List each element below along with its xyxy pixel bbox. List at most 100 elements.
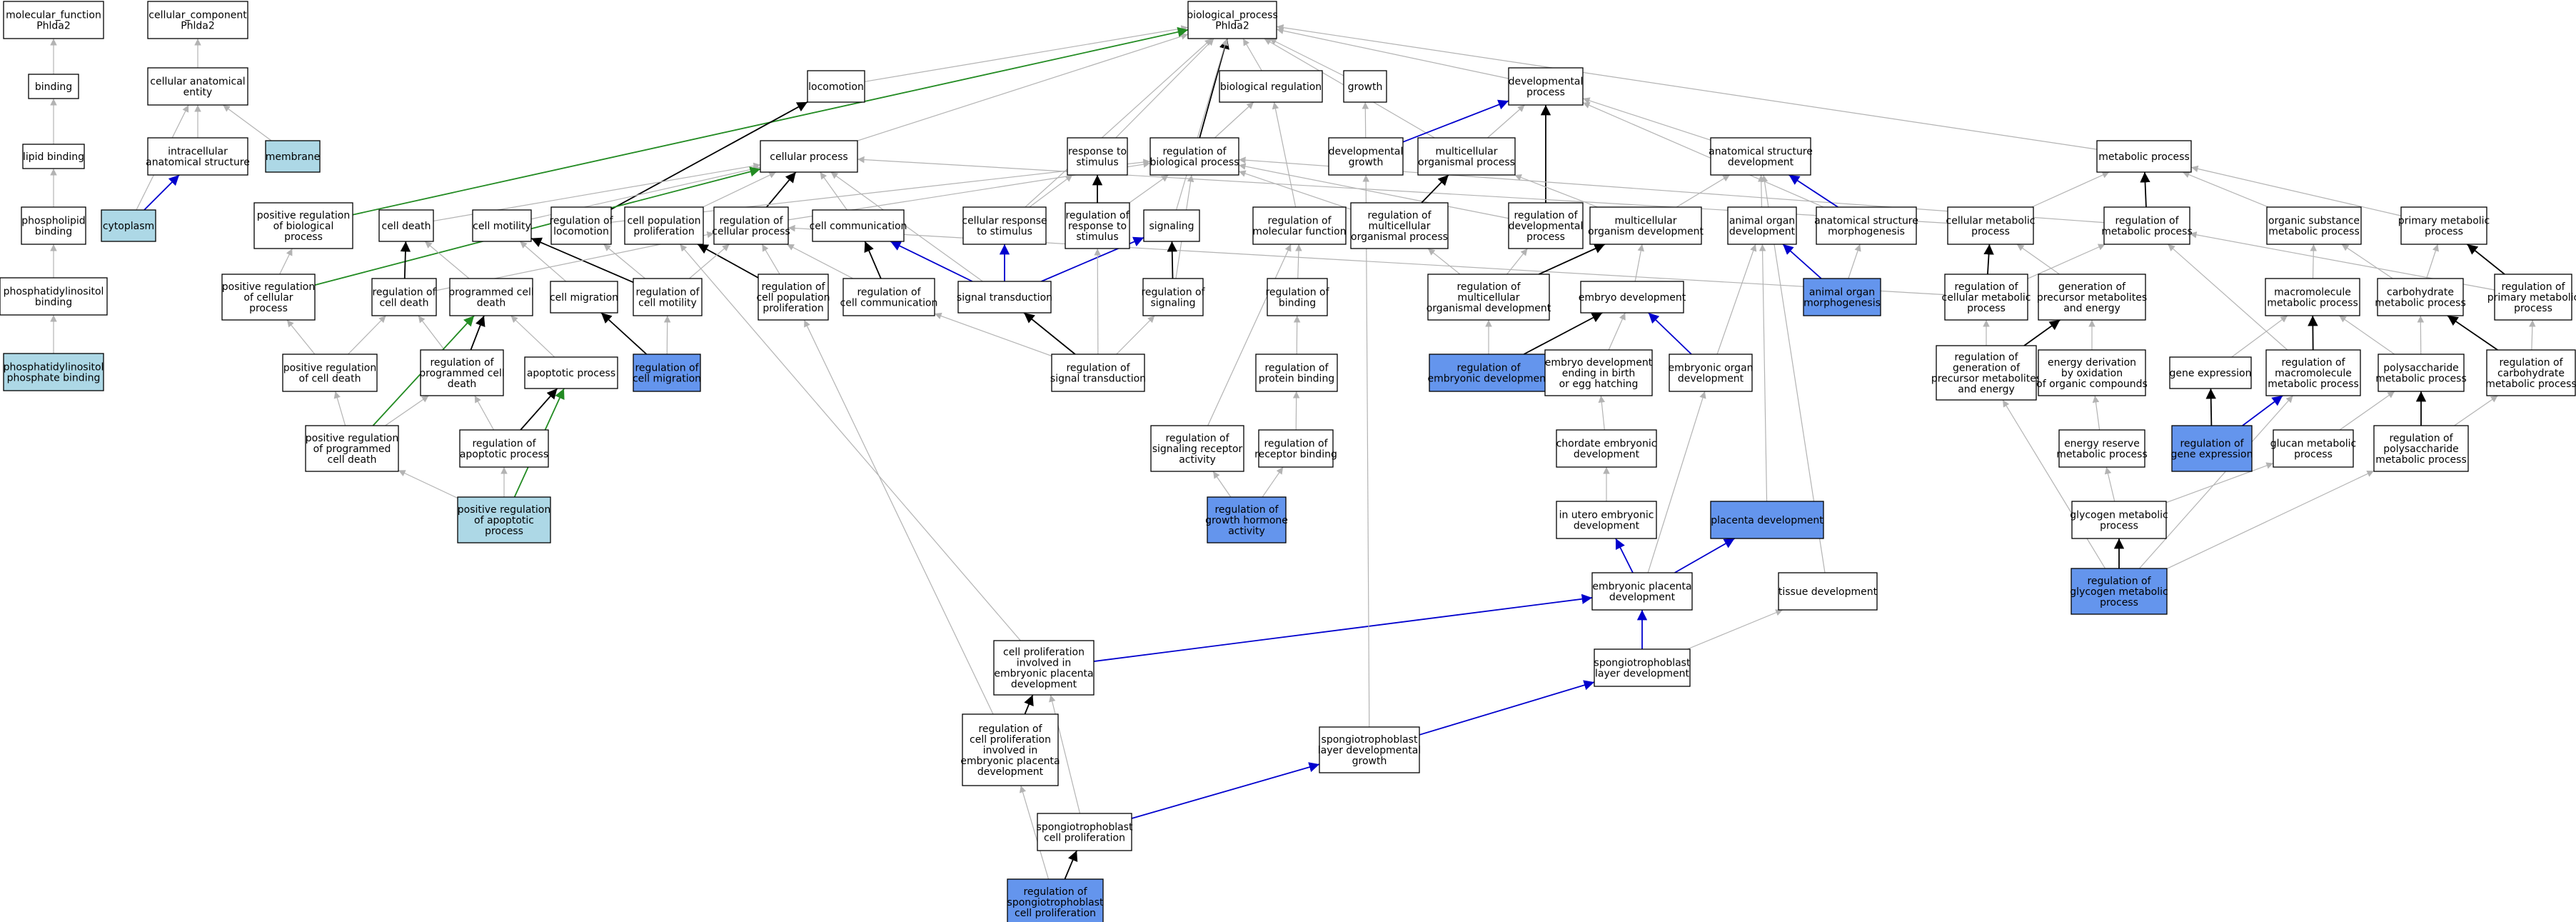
node-bioreg[interactable]: biological regulation	[1219, 70, 1323, 103]
node-cytoplasm[interactable]: cytoplasm	[101, 209, 156, 242]
node-metab[interactable]: metabolic process	[2096, 140, 2192, 173]
node-apop[interactable]: apoptotic process	[524, 356, 618, 389]
node-tissuedev[interactable]: tissue development	[1778, 572, 1878, 611]
node-cellmig[interactable]: cell migration	[550, 281, 618, 314]
node-embdev[interactable]: embryo development	[1579, 281, 1686, 314]
node-cellcomm[interactable]: cell communication	[810, 209, 907, 242]
node-sigtrans[interactable]: signal transduction	[957, 281, 1052, 314]
node-growth[interactable]: growth	[1343, 70, 1387, 103]
node-binding[interactable]: binding	[28, 74, 79, 99]
node-cellproc[interactable]: cellular process	[760, 140, 858, 173]
node-signaling[interactable]: signaling	[1143, 209, 1200, 242]
node-placdev[interactable]: placenta development	[1710, 501, 1824, 539]
node-membrane[interactable]: membrane	[265, 140, 321, 173]
node-label-line: metabolic process	[2485, 379, 2576, 390]
node-lipidb[interactable]: lipid binding	[22, 144, 85, 169]
node-locomotion[interactable]: locomotion	[807, 70, 865, 103]
node-celldeath[interactable]: cell death	[378, 209, 434, 242]
node-geneexp[interactable]: gene expression	[2169, 356, 2252, 389]
node-cellmot[interactable]: cell motility	[472, 209, 532, 242]
